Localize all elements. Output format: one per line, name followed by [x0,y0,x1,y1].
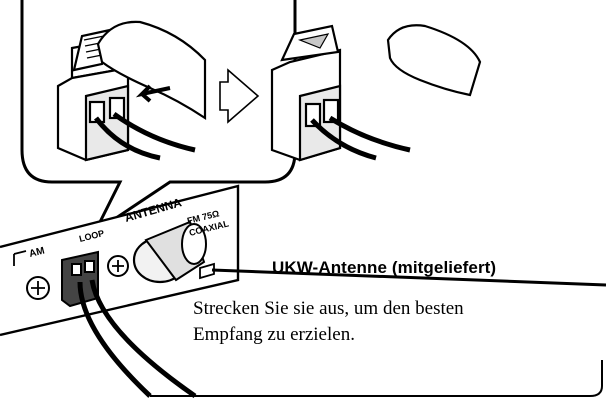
wires-right [310,115,411,161]
insert-arrow [135,84,171,103]
step-arrow [219,68,260,124]
fm-coaxial-plug [132,220,215,284]
released-finger [386,24,482,97]
am-loop-wires [77,279,197,399]
am-loop-outline [150,360,603,397]
fm-antenna-instruction: Strecken Sie sie aus, um den besten Empf… [193,296,593,348]
fm-antenna-cable [211,268,606,287]
terminal-block-released [270,24,342,162]
instruction-line-2: Empfang zu erzielen. [193,324,355,345]
panel-label-am: AM [28,245,46,259]
am-bracket [13,250,27,266]
panel-screw-left [26,276,50,300]
panel-screw-right [107,255,129,277]
wires-left [94,111,196,161]
pressing-finger [96,20,207,121]
instruction-line-1: Strecken Sie sie aus, um den besten [193,298,464,319]
fm-antenna-title: UKW-Antenne (mitgeliefert) [272,258,497,277]
